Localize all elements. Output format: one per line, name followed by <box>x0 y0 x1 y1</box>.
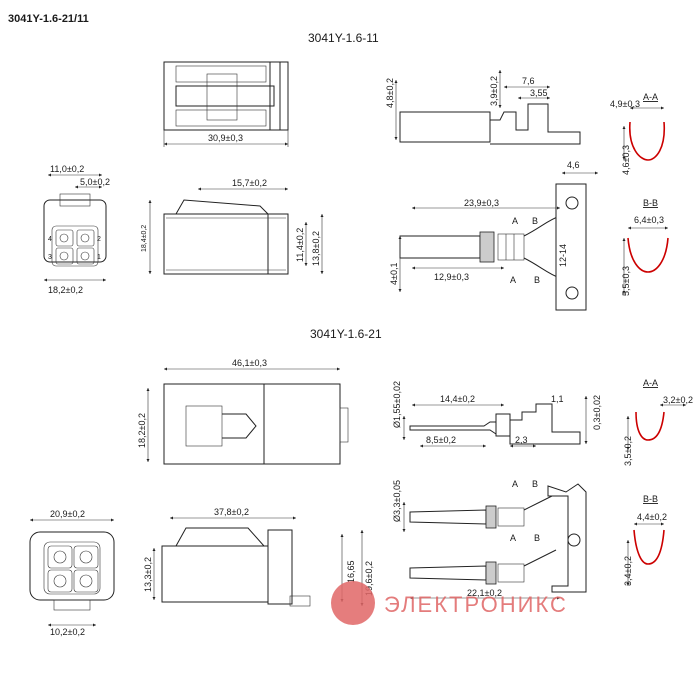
dim-7-6: 7,6 <box>522 76 535 86</box>
dim-4-0: 4±0,1 <box>389 263 399 285</box>
dim-16-65: 16,65 <box>346 560 356 583</box>
aa-height-bot: 3,5±0,2 <box>623 436 633 466</box>
cut-b-bottom: B <box>534 275 540 285</box>
bb-width-top: 6,4±0,3 <box>634 215 664 225</box>
dim-46-1: 46,1±0,3 <box>232 358 267 368</box>
section-bb-11: B-B 6,4±0,3 5,5±0,3 <box>621 198 669 296</box>
dim-11-4: 11,4±0,2 <box>295 228 305 262</box>
bb-height-bot: 3,4±0,2 <box>623 556 633 586</box>
dim-18-2b: 18,2±0,2 <box>137 413 147 448</box>
drawing-title: 3041Y-1.6-21/11 <box>8 13 89 25</box>
housing-side-view-11: 15,7±0,2 18,4±0,2 11,4±0,2 13,8±0,2 <box>141 178 324 275</box>
dim-4-6: 4,6 <box>567 160 580 170</box>
watermark-text: ЭЛЕКТРОНИКС <box>384 592 568 617</box>
dim-18-2: 18,2±0,2 <box>48 285 83 295</box>
housing-front-view-21: 20,9±0,2 10,2±0,2 <box>29 509 115 637</box>
watermark-logo-icon <box>331 581 375 625</box>
pin-label-4: 4 <box>48 236 52 243</box>
cut-a-bottom-21: A <box>510 533 516 543</box>
dim-19-6: 19,6±0,2 <box>364 561 374 596</box>
dim-15-7: 15,7±0,2 <box>232 178 267 188</box>
dim-12-9: 12,9±0,3 <box>434 272 469 282</box>
cut-b-top-21: B <box>532 479 538 489</box>
dim-18-4: 18,4±0,2 <box>141 225 148 252</box>
dim-23-9: 23,9±0,3 <box>464 198 499 208</box>
aa-width-bot: 3,2±0,2 <box>663 395 693 405</box>
dim-13-3: 13,3±0,2 <box>143 557 153 592</box>
cut-b-bottom-21: B <box>534 533 540 543</box>
section-aa-label: A-A <box>643 92 658 102</box>
section-bb-label-21: B-B <box>643 494 658 504</box>
watermark: ЭЛЕКТРОНИКС <box>331 581 568 625</box>
pin-side-view-21: Ø1,55±0,02 14,4±0,2 1,1 8,5±0,2 2,3 0,3±… <box>392 381 602 448</box>
pin-label-2: 2 <box>97 236 101 243</box>
bb-height-top: 5,5±0,3 <box>621 266 631 296</box>
terminal-side-view-11: 4,8±0,2 3,9±0,2 7,6 3,55 <box>385 70 581 145</box>
dim-30-9: 30,9±0,3 <box>208 133 243 143</box>
section-title-top: 3041Y-1.6-11 <box>308 31 379 45</box>
section-bb-label: B-B <box>643 198 658 208</box>
housing-top-view-11: 30,9±0,3 <box>163 61 289 147</box>
strip-label: 12-14 <box>558 244 568 267</box>
dim-20-9: 20,9±0,2 <box>50 509 85 519</box>
dim-0-3: 0,3±0,02 <box>592 395 602 430</box>
dim-22-1: 22,1±0,2 <box>467 588 502 598</box>
dim-d3-3: Ø3,3±0,05 <box>392 480 402 522</box>
aa-height-top: 4,6±0,3 <box>621 145 631 175</box>
section-bb-21: B-B 4,4±0,2 3,4±0,2 <box>623 494 667 586</box>
dim-13-8: 13,8±0,2 <box>311 231 321 266</box>
aa-width-top: 4,9±0,3 <box>610 99 640 109</box>
dim-3-55: 3,55 <box>530 88 548 98</box>
cut-a-bottom: A <box>510 275 516 285</box>
dim-2-3: 2,3 <box>515 435 528 445</box>
section-title-bottom: 3041Y-1.6-21 <box>310 327 382 341</box>
dim-4-8: 4,8±0,2 <box>385 78 395 108</box>
dim-1-1: 1,1 <box>551 394 564 404</box>
housing-front-view-11: 4 2 3 1 11,0±0,2 5,0±0,2 18,2±0,2 <box>43 164 110 295</box>
section-aa-11: A-A 4,9±0,3 4,6±0,3 <box>610 92 666 175</box>
dim-8-5: 8,5±0,2 <box>426 435 456 445</box>
section-aa-21: A-A 3,2±0,2 3,5±0,2 <box>623 378 693 466</box>
dim-5-0: 5,0±0,2 <box>80 177 110 187</box>
cut-b-top: B <box>532 216 538 226</box>
pin-label-3: 3 <box>48 254 52 261</box>
cut-a-top-21: A <box>512 479 518 489</box>
dim-14-4: 14,4±0,2 <box>440 394 475 404</box>
terminal-plan-view-11: 12-14 4,6 23,9±0,3 12,9±0,3 4±0,1 A B A … <box>389 160 598 311</box>
dim-11-0: 11,0±0,2 <box>50 164 84 174</box>
bb-width-bot: 4,4±0,2 <box>637 512 667 522</box>
housing-top-view-21: 46,1±0,3 18,2±0,2 <box>137 358 349 465</box>
dim-d1-55: Ø1,55±0,02 <box>392 381 402 428</box>
dim-37-8: 37,8±0,2 <box>214 507 249 517</box>
section-aa-label-21: A-A <box>643 378 658 388</box>
cut-a-top: A <box>512 216 518 226</box>
dim-10-2: 10,2±0,2 <box>50 627 85 637</box>
dim-3-9: 3,9±0,2 <box>489 76 499 106</box>
pin-label-1: 1 <box>97 254 101 261</box>
pin-plan-view-21: Ø3,3±0,05 22,1±0,2 A B A B <box>392 479 587 600</box>
